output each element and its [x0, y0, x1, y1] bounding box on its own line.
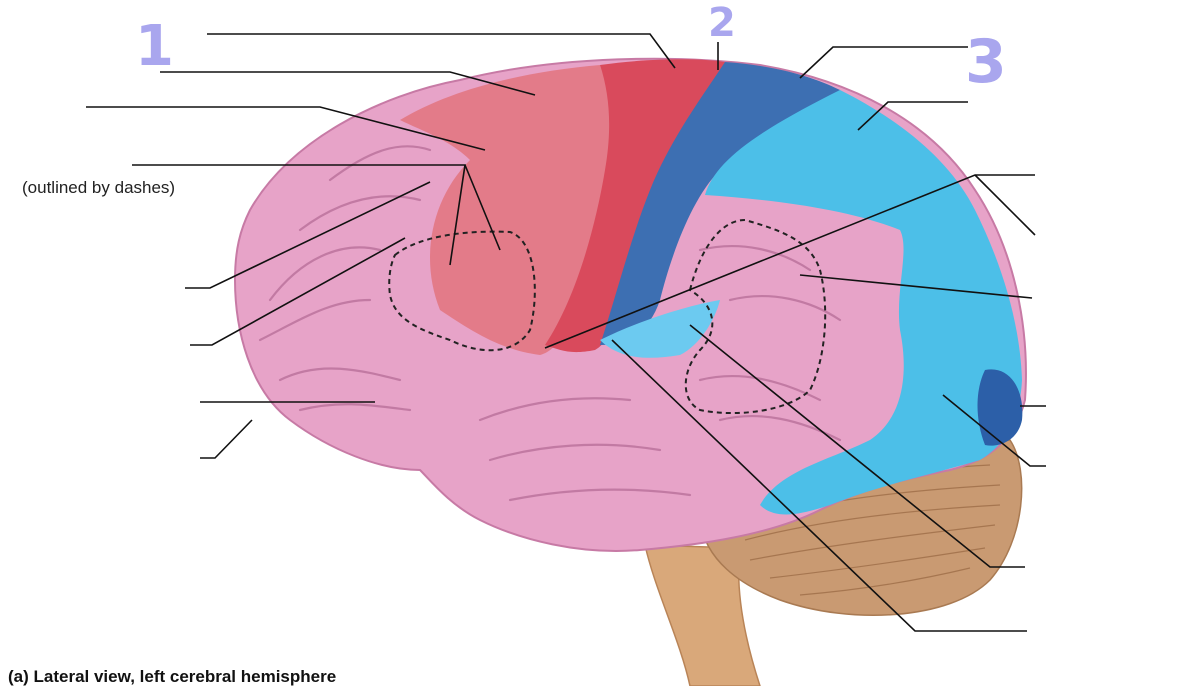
- leader-lines: [86, 33, 1046, 632]
- broca-area-outline: [388, 230, 536, 352]
- auditory-cortex: [600, 300, 720, 358]
- annotation-number-2: 2: [708, 0, 736, 46]
- figure-caption: (a) Lateral view, left cerebral hemisphe…: [8, 667, 336, 686]
- annotation-number-1: 1: [135, 14, 174, 79]
- primary-somatosensory-cortex: [600, 62, 840, 345]
- premotor-region: [400, 65, 611, 355]
- primary-visual-cortex: [977, 369, 1023, 446]
- somatosensory-association: [705, 90, 1022, 515]
- brainstem: [644, 544, 761, 686]
- outlined-note-label: (outlined by dashes): [22, 178, 175, 197]
- wernicke-area-outline: [684, 218, 827, 415]
- annotation-number-3: 3: [965, 27, 1007, 97]
